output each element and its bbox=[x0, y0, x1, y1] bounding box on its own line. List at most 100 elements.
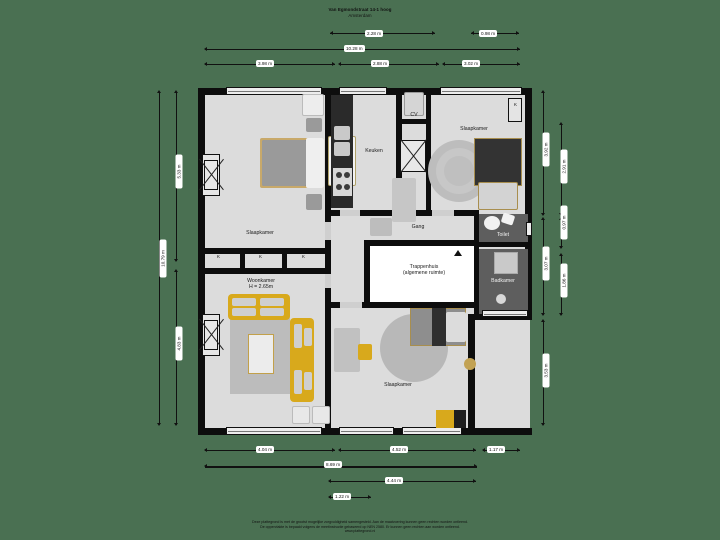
kitchen-label: Keuken bbox=[365, 148, 383, 154]
window-toilet-right bbox=[526, 222, 532, 236]
window-bottom-mid bbox=[339, 427, 394, 435]
dim-label-8-69: 8.69 m bbox=[324, 461, 343, 468]
dim-label-0-97: 0.97 m bbox=[560, 205, 568, 240]
kitchen-sink-b bbox=[334, 142, 350, 156]
sofa-top-cushion-2 bbox=[260, 298, 284, 306]
wall-closet-div-2 bbox=[282, 248, 287, 274]
side-stool-bottom bbox=[464, 358, 476, 370]
stairwell-label-line2: (algemene ruimte) bbox=[402, 270, 446, 277]
window-bathroom-bottom bbox=[482, 310, 528, 317]
dresser-top-left bbox=[302, 94, 324, 116]
desk-chair bbox=[358, 344, 372, 360]
dim-label-2-28: 2.28 m bbox=[365, 30, 384, 37]
cabinet-bottom-right-2 bbox=[454, 410, 466, 428]
window-bottom-left bbox=[226, 427, 322, 435]
dim-label-5-33: 5.33 m bbox=[175, 154, 183, 189]
bed-bottom-headboard bbox=[432, 308, 446, 346]
closet-label-k2: K bbox=[259, 254, 262, 259]
wall-toilet-bottom bbox=[474, 242, 532, 247]
floorplan-drawing: K K K bbox=[192, 82, 532, 442]
sofa-top-seat-2 bbox=[260, 308, 284, 316]
dim-label-10-28: 10.28 m bbox=[344, 45, 365, 52]
stairwell-label: Trappenhuis (algemene ruimte) bbox=[378, 264, 470, 276]
sofa-right-seat-1 bbox=[304, 328, 312, 346]
desk-bottom-bedroom bbox=[334, 328, 360, 372]
window-top-middle bbox=[339, 87, 387, 95]
door-gap-kitchen-gang bbox=[340, 210, 360, 216]
dim-label-4-52: 4.52 m bbox=[390, 446, 409, 453]
toilet-label: Toilet bbox=[496, 232, 510, 238]
wall-cv-left bbox=[396, 88, 401, 124]
dim-label-3-92: 3.92 m bbox=[542, 132, 550, 167]
bedroom-bottom-label: Slaapkamer bbox=[384, 382, 412, 388]
disclaimer-line-1: Deze plattegrond is met de grootst mogel… bbox=[252, 520, 468, 525]
wall-kitchen-right bbox=[396, 88, 402, 210]
dim-label-3-07: 3.07 m bbox=[542, 246, 550, 281]
bedroom-top-right-label: Slaapkamer bbox=[460, 126, 488, 132]
hob-burner-2 bbox=[344, 172, 350, 178]
disclaimer-line-3: www.plattegrond.nl bbox=[344, 529, 376, 534]
wall-closet-div-1 bbox=[240, 248, 245, 274]
nightstand-top-left-a bbox=[306, 118, 322, 132]
disclaimer: Deze plattegrond is met de grootst mogel… bbox=[0, 520, 720, 534]
nightstand-top-left-b bbox=[306, 194, 322, 210]
dim-label-3-53: 3.53 m bbox=[542, 353, 550, 388]
closet-label-k4: K bbox=[514, 102, 517, 107]
living-sidetable-a bbox=[292, 406, 310, 424]
wall-outer-right-upper bbox=[525, 88, 532, 320]
dim-label-1-17: 1.17 m bbox=[487, 446, 506, 453]
living-sidetable-b bbox=[312, 406, 330, 424]
door-gap-gang-left2 bbox=[325, 270, 331, 288]
cv-label: CV bbox=[410, 112, 418, 118]
bed-top-right-foot bbox=[478, 182, 518, 210]
rug-living-inner bbox=[248, 334, 274, 374]
wall-cv-bottom bbox=[396, 119, 428, 124]
gang-cabinet bbox=[370, 218, 392, 236]
sofa-right-cushion-1 bbox=[294, 324, 302, 348]
living-label-line1: Woonkamer bbox=[247, 278, 275, 284]
bedroom-top-left-label: Slaapkamer bbox=[246, 230, 274, 236]
sofa-top-cushion-1 bbox=[232, 298, 256, 306]
window-bottom-right bbox=[402, 427, 462, 435]
dim-label-4-04: 4.04 m bbox=[256, 446, 275, 453]
bathroom-label: Badkamer bbox=[491, 278, 515, 284]
dim-label-0-98: 0.98 m bbox=[479, 30, 498, 37]
window-top-left bbox=[226, 87, 322, 95]
wall-bedroomTL-bottom bbox=[198, 248, 331, 254]
closet-label-k3: K bbox=[302, 254, 305, 259]
wall-stairwell-frame bbox=[364, 240, 478, 246]
disclaimer-line-2: De oppervlakte is bepaald volgens de mee… bbox=[260, 524, 460, 529]
page-title: Van Egmondstraat 14-1 hoog Amsterdam bbox=[0, 7, 720, 18]
sofa-top-seat-1 bbox=[232, 308, 256, 316]
toilet-bowl bbox=[484, 216, 500, 230]
wall-outer-right-jog bbox=[468, 314, 532, 320]
wall-toilet-left bbox=[474, 210, 479, 246]
bathroom-vanity bbox=[494, 252, 518, 274]
sofa-right-seat-2 bbox=[304, 372, 312, 390]
closet-label-k1: K bbox=[217, 254, 220, 259]
bathroom-drain bbox=[496, 294, 506, 304]
dim-label-2-91: 2.91 m bbox=[560, 149, 568, 184]
door-gap-bedroomTR-gang bbox=[432, 210, 454, 216]
dim-label-1-86: 1.86 m bbox=[560, 263, 568, 298]
cv-unit bbox=[404, 92, 424, 116]
door-gap-gang-left bbox=[325, 222, 331, 240]
door-gap-stair-bottom bbox=[340, 302, 362, 308]
dim-label-1-22: 1.22 m bbox=[333, 493, 352, 500]
dim-label-3-02: 3.02 m bbox=[462, 60, 481, 67]
gang-label: Gang bbox=[411, 224, 425, 230]
wall-stairwell-bottom bbox=[325, 302, 478, 308]
hob-burner-1 bbox=[336, 172, 342, 178]
bay-window-lower-glass bbox=[204, 320, 218, 350]
dim-label-3-98: 3.98 m bbox=[256, 60, 275, 67]
dim-label-10-79: 10.79 m bbox=[159, 239, 167, 278]
wall-gang-left-lower bbox=[325, 288, 331, 435]
wall-bathroom-left bbox=[474, 246, 479, 316]
kitchen-sink-a bbox=[334, 126, 350, 140]
dim-label-4-83: 4.83 m bbox=[175, 326, 183, 361]
title-line-2: Amsterdam bbox=[348, 12, 372, 18]
hob-burner-3 bbox=[336, 184, 342, 190]
cabinet-bottom-right bbox=[436, 410, 454, 428]
bed-bottom-pillow bbox=[446, 312, 466, 342]
